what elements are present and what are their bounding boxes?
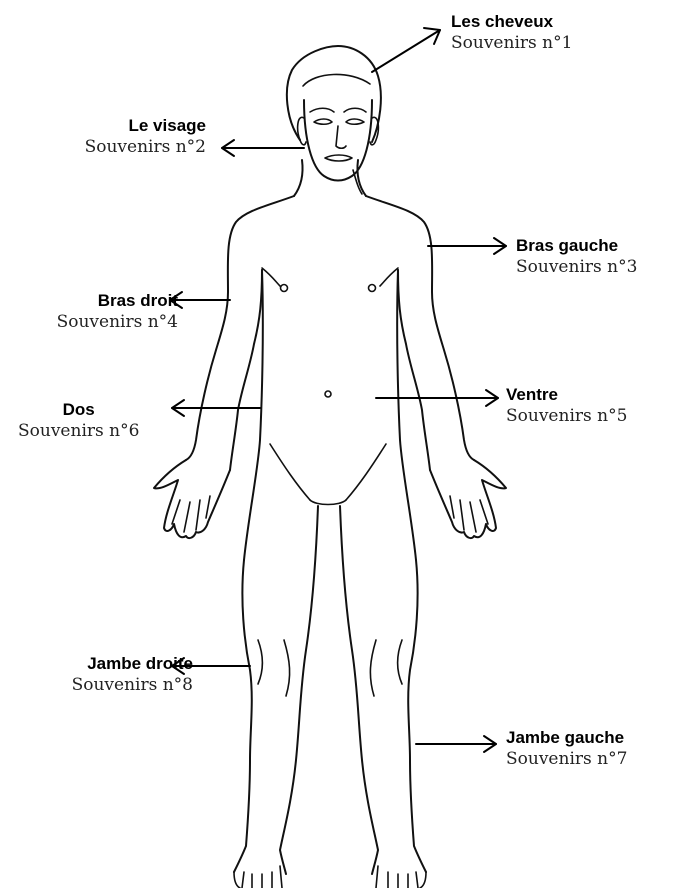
- groin-left-line: [270, 444, 310, 500]
- face-outline: [304, 100, 372, 181]
- right-knee: [370, 640, 402, 696]
- label-ventre-title: Ventre: [506, 385, 627, 405]
- left-arm-outer: [186, 196, 294, 460]
- left-foot: [234, 866, 282, 888]
- label-bras-droit-subtitle: Souvenirs n°4: [57, 313, 178, 333]
- right-pectoral-line: [380, 268, 398, 286]
- nose: [336, 126, 346, 148]
- label-jambe-gauche-subtitle: Souvenirs n°7: [506, 750, 627, 770]
- left-eyebrow: [310, 108, 334, 112]
- label-bras-droit: Bras droit Souvenirs n°4: [57, 291, 178, 332]
- neck-left: [294, 160, 303, 196]
- right-eyebrow: [344, 108, 366, 112]
- label-ventre: Ventre Souvenirs n°5: [506, 385, 627, 426]
- label-jambe-droite-title: Jambe droite: [72, 654, 193, 674]
- groin-bottom: [310, 500, 346, 505]
- label-cheveux-title: Les cheveux: [451, 12, 572, 32]
- arrow-cheveux: [372, 30, 440, 72]
- label-cheveux: Les cheveux Souvenirs n°1: [451, 12, 572, 53]
- label-dos-subtitle: Souvenirs n°6: [18, 422, 139, 442]
- right-eye: [346, 119, 364, 124]
- right-arm-inner: [398, 270, 430, 470]
- label-dos-title: Dos: [18, 400, 139, 420]
- right-hand: [430, 460, 506, 538]
- label-visage: Le visage Souvenirs n°2: [85, 116, 206, 157]
- right-finger-lines: [450, 496, 488, 532]
- left-pectoral-line: [262, 268, 280, 286]
- left-finger-lines: [172, 496, 210, 532]
- mouth: [325, 155, 352, 161]
- label-bras-gauche-subtitle: Souvenirs n°3: [516, 258, 637, 278]
- label-visage-title: Le visage: [85, 116, 206, 136]
- left-leg-outer: [234, 560, 252, 872]
- label-jambe-gauche-title: Jambe gauche: [506, 728, 627, 748]
- label-jambe-droite-subtitle: Souvenirs n°8: [72, 676, 193, 696]
- navel: [325, 391, 331, 397]
- label-cheveux-subtitle: Souvenirs n°1: [451, 34, 572, 54]
- label-dos: Dos Souvenirs n°6: [18, 400, 139, 441]
- label-jambe-gauche: Jambe gauche Souvenirs n°7: [506, 728, 627, 769]
- right-foot: [376, 866, 426, 888]
- hair-outline: [287, 46, 381, 142]
- left-knee: [258, 640, 290, 696]
- label-ventre-subtitle: Souvenirs n°5: [506, 407, 627, 427]
- left-eye: [314, 119, 332, 124]
- label-bras-gauche: Bras gauche Souvenirs n°3: [516, 236, 637, 277]
- left-hand: [154, 460, 230, 538]
- label-jambe-droite: Jambe droite Souvenirs n°8: [72, 654, 193, 695]
- right-arm-outer: [366, 196, 474, 460]
- label-visage-subtitle: Souvenirs n°2: [85, 138, 206, 158]
- human-body-outline: [154, 46, 506, 888]
- label-bras-gauche-title: Bras gauche: [516, 236, 637, 256]
- right-leg-outer: [408, 560, 426, 872]
- left-leg-inner: [280, 506, 318, 874]
- groin-right-line: [346, 444, 386, 500]
- hair-inner-line: [303, 74, 370, 86]
- left-nipple: [281, 285, 288, 292]
- left-arm-inner: [230, 270, 262, 470]
- label-bras-droit-title: Bras droit: [57, 291, 178, 311]
- right-nipple: [369, 285, 376, 292]
